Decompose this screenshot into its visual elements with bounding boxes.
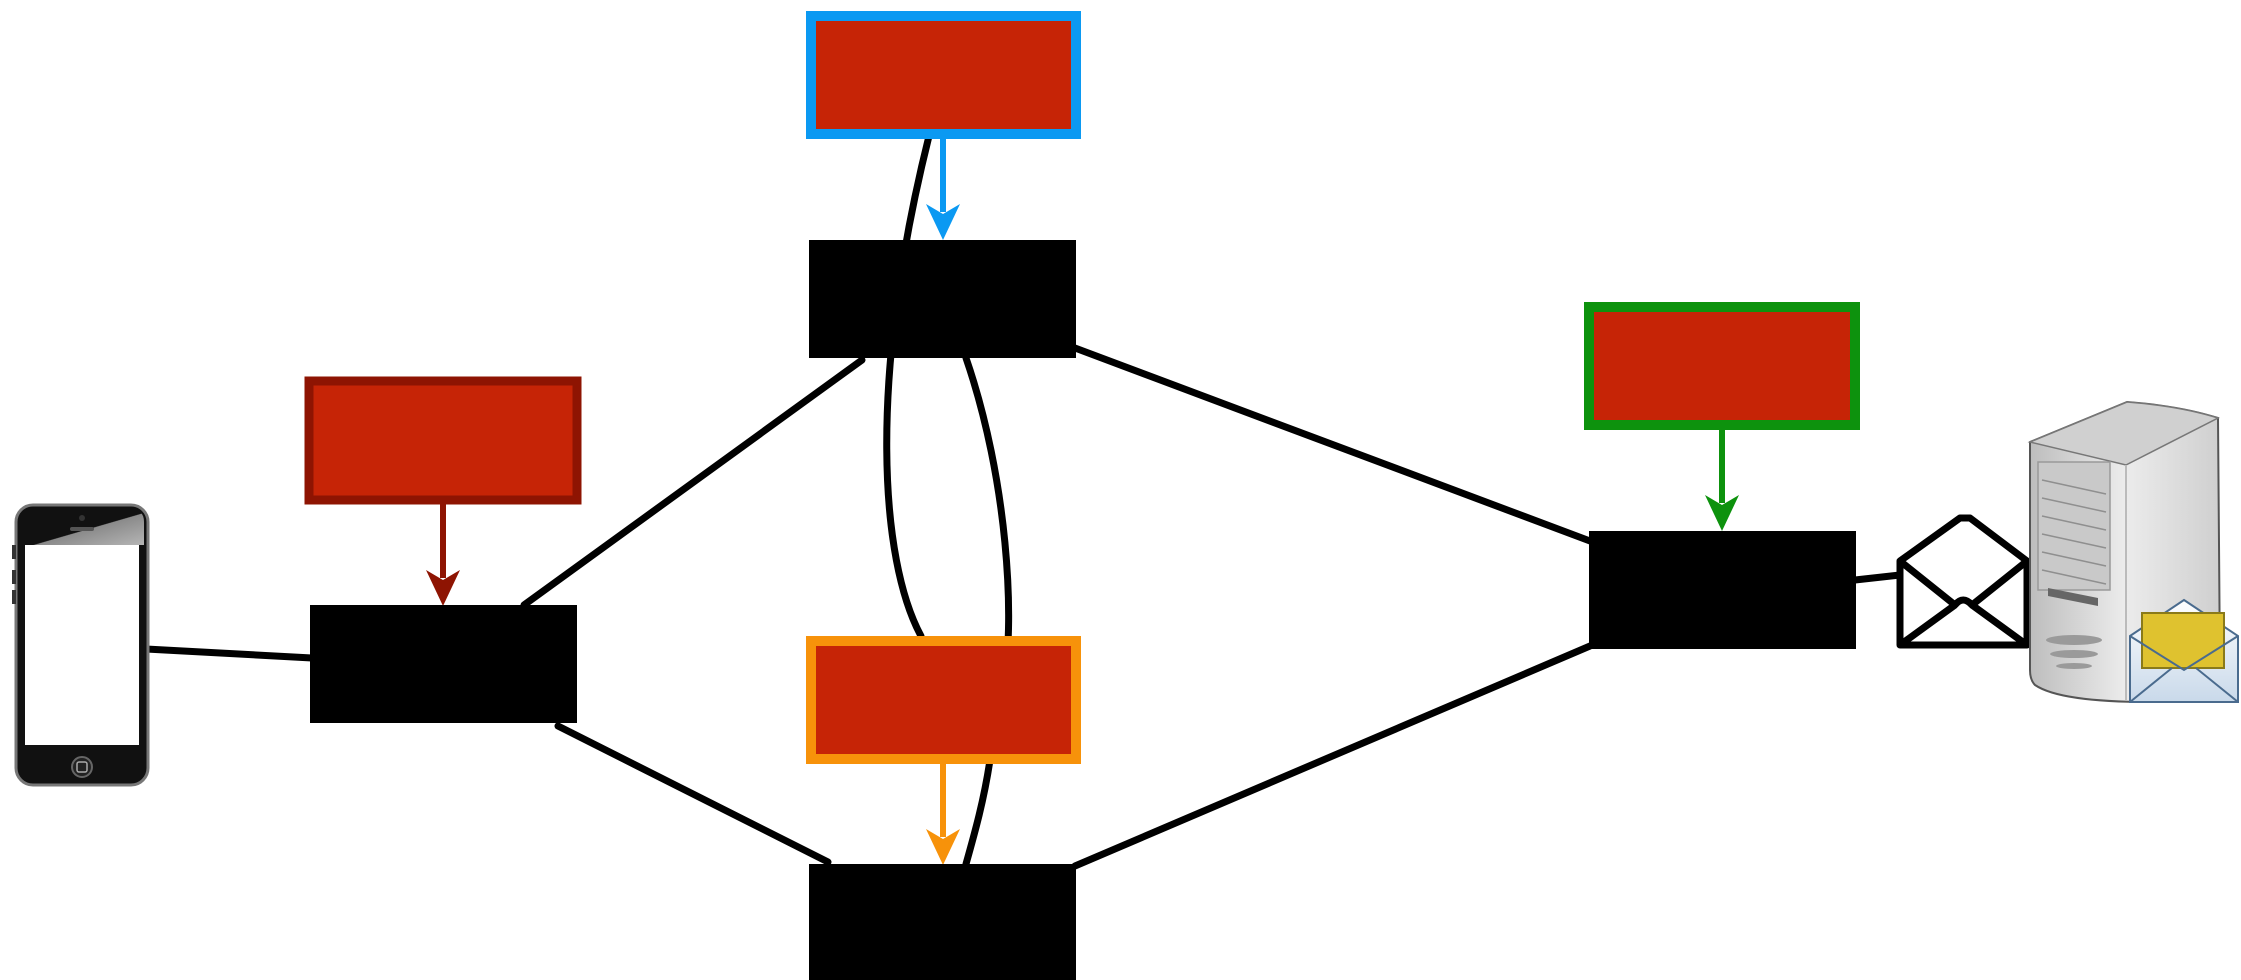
smartphone-icon — [12, 503, 150, 787]
label-box-green — [1584, 302, 1860, 531]
connections — [142, 132, 1904, 870]
arrow-head-dark-red-icon — [426, 570, 460, 606]
red-box — [1584, 302, 1860, 430]
curve-orange-to-bottom — [962, 756, 994, 868]
red-box — [806, 636, 1081, 764]
arrow-head-orange-icon — [926, 829, 960, 865]
edge-phone-left — [142, 645, 316, 662]
label-box-blue — [806, 11, 1081, 240]
mail-envelope-icon — [2129, 598, 2239, 703]
label-box-dark-red — [304, 376, 582, 606]
edge-bottom-right — [1071, 642, 1594, 870]
node-right — [1589, 531, 1856, 649]
label-box-orange — [806, 636, 1081, 865]
arrow-head-blue-icon — [926, 204, 960, 240]
arrow-head-green-icon — [1705, 495, 1739, 531]
red-box — [806, 11, 1081, 139]
edge-right-mail — [1851, 571, 1904, 584]
red-box — [304, 376, 582, 505]
node-left — [310, 605, 577, 723]
node-top — [809, 240, 1076, 358]
edge-left-bottom — [554, 722, 832, 866]
edge-top-right — [1071, 344, 1594, 545]
envelope-icon — [1896, 514, 2031, 649]
curve-top-to-bottom — [962, 354, 1013, 684]
curve-blue-to-orange — [883, 132, 933, 640]
nodes — [310, 240, 1856, 980]
mail-server-icon — [2027, 400, 2239, 704]
node-bottom — [809, 864, 1076, 980]
edge-left-top — [520, 356, 866, 609]
